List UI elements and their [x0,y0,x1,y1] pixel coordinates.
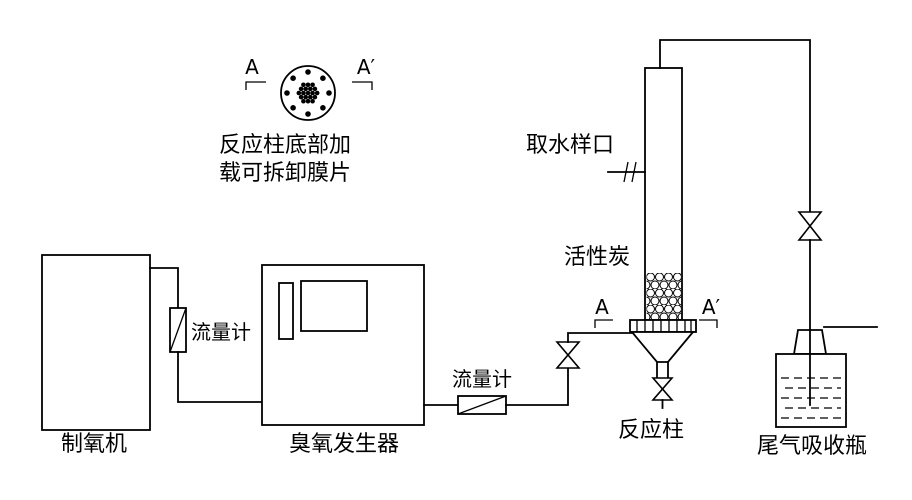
membrane-flange [629,319,697,333]
membrane-disc-dots [296,82,320,104]
section-cut-mark-a-prime [352,81,373,90]
section-cut-mark-a [245,81,266,90]
bottle-liquid [781,377,841,419]
membrane-caption-line2: 载可拆卸膜片 [219,161,351,186]
oxygen-generator-label: 制氧机 [61,432,127,457]
reaction-column-label: 反应柱 [618,418,684,443]
oxygen-generator-body [41,254,151,431]
ozone-generator-display [300,280,368,332]
flange-bolt-holes [284,69,332,117]
section-label-a: A [245,55,259,79]
membrane-flange-hatch [636,320,692,332]
ozone-generator-label: 臭氧发生器 [289,432,399,457]
ozone-generator-switch-panel [278,282,294,340]
activated-carbon-label: 活性炭 [564,245,630,270]
flange-cut-mark-a [594,319,613,328]
section-label-a-prime: A′ [357,55,376,79]
oxygen-generator: 制氧机 [41,254,151,457]
pipe-feed-up [567,332,633,343]
drain-valve [651,377,674,401]
sampling-port-label: 取水样口 [526,133,614,158]
offgas-line [659,39,823,241]
flow-meter-2-label: 流量计 [452,367,512,391]
sampling-port-tick-1 [623,161,629,183]
pipe-o2-upper [149,267,179,309]
bottle-body [775,353,847,428]
sampling-port-tick-2 [631,161,637,183]
pipe-o3-b [505,367,569,406]
membrane-section-detail: A A′ 反应柱底部加 载可拆卸膜片 [219,55,376,186]
flange-cut-mark-a-prime [699,319,718,328]
activated-carbon-bed [646,273,681,319]
flow-meter-1-indicator [169,307,187,353]
flow-meter-2-indicator [457,395,507,415]
tail-gas-bottle-label: 尾气吸收瓶 [757,434,867,459]
pipe-offgas-top [659,39,811,213]
membrane-caption-line1: 反应柱底部加 [219,133,351,158]
flange-label-a-prime: A′ [702,295,721,319]
flange-label-a: A [595,295,609,319]
flow-meter-1-label: 流量计 [191,320,251,344]
column-cone [630,331,695,363]
feed-valve [555,341,581,369]
ozone-generator: 臭氧发生器 [261,264,425,457]
tail-gas-bottle: 尾气吸收瓶 [757,239,878,459]
pipe-o2-lower [177,351,263,403]
offgas-valve [797,211,823,241]
ozone-line: 流量计 [423,332,633,415]
oxygen-line: 流量计 [149,267,263,403]
reaction-column: 取水样口 活性炭 A A′ 反应柱 [526,67,721,443]
